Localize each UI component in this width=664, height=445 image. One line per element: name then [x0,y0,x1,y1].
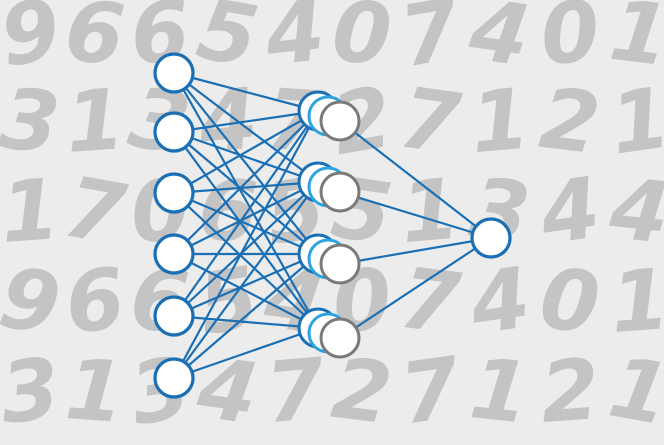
edge-hidden-output [339,236,492,266]
edge-input-hidden [173,181,319,379]
edge-input-hidden [173,192,319,329]
background-digit: 1 [62,340,127,442]
edge-input-hidden [173,72,319,183]
edge-input-hidden [173,314,319,330]
background-digit: 0 [536,249,604,353]
edge-input-hidden [173,130,319,184]
background-digit: 1 [62,70,127,172]
background-digit: 6 [61,249,129,353]
edge-input-hidden [173,181,319,317]
background-digit: 1 [607,250,664,352]
input-node [153,357,195,399]
background-digit: 4 [463,248,536,353]
background-digit: 6 [61,0,129,85]
edge-input-hidden [173,71,319,113]
edge-input-hidden [173,180,319,195]
background-digit: 1 [466,339,534,443]
background-digit: 1 [467,70,534,173]
edge-input-hidden [173,110,319,379]
background-digit: 2 [537,340,602,442]
hidden-node-front [319,317,361,359]
network-nodes [153,52,512,399]
hidden-node-front [319,100,361,142]
input-node [153,52,195,94]
edge-input-hidden [173,109,319,134]
edge-input-hidden [173,110,319,317]
edge-input-hidden [173,252,319,318]
input-node [153,172,195,214]
edge-input-hidden [173,181,319,255]
edge-hidden-output [339,120,492,239]
hidden-node-front [319,171,361,213]
edge-input-hidden [173,253,319,379]
background-digit: 4 [463,0,536,86]
background-digit: 0 [329,0,394,84]
edge-input-hidden [173,131,319,255]
background-digit: 7 [262,340,329,443]
background-digit: 3 [0,339,64,443]
edge-hidden-output [339,237,492,339]
background-digit: 4 [605,159,664,263]
edge-input-hidden [173,110,319,255]
edge-input-hidden [173,191,319,256]
background-digit: 0 [537,0,604,84]
background-digit: 1 [0,160,63,262]
edge-hidden-output [339,190,492,240]
background-digit: 1 [605,0,664,85]
edge-input-hidden [173,72,319,329]
background-digit: 7 [394,68,466,173]
background-digit: 7 [394,338,466,443]
background-digit: 4 [191,338,264,443]
background-digit: 4 [533,158,606,263]
input-node [153,233,195,275]
input-node [153,111,195,153]
edge-input-hidden [173,131,319,329]
edge-input-hidden [173,253,319,329]
network-edges [173,71,492,380]
background-digit: 3 [0,69,64,173]
input-node [153,295,195,337]
background-digit: 2 [535,69,605,173]
edge-input-hidden [173,110,319,194]
hidden-node-front [319,243,361,285]
background-digit: 9 [0,0,66,86]
background-digit: 4 [260,0,329,85]
edge-input-hidden [173,326,319,380]
output-node [470,217,512,259]
edge-input-hidden [173,72,319,255]
background-digit: 7 [395,249,466,353]
